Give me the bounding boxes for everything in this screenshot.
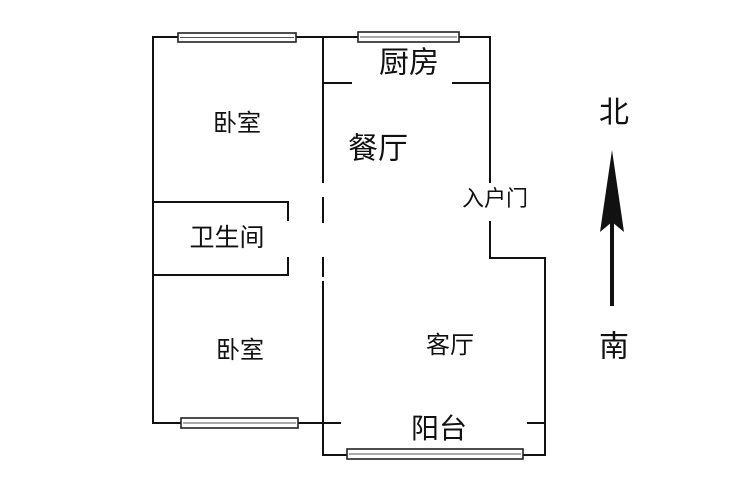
room-labels: 卧室 卫生间 卧室 厨房 餐厅 入户门 客厅 阳台	[189, 46, 528, 446]
compass: 北 南	[599, 96, 629, 365]
living-room-label: 客厅	[426, 331, 474, 359]
north-label: 北	[599, 96, 629, 131]
kitchen-label: 厨房	[379, 46, 439, 81]
north-arrow-icon	[600, 150, 624, 232]
dining-label: 餐厅	[348, 132, 408, 167]
entrance-label: 入户门	[462, 187, 528, 212]
balcony-window	[346, 448, 524, 460]
windows	[177, 31, 524, 460]
bedroom-top-label: 卧室	[213, 109, 261, 137]
bathroom-label: 卫生间	[189, 223, 264, 252]
kitchen-window	[357, 31, 460, 43]
bedroom-bottom-label: 卧室	[216, 336, 264, 364]
bedroom-bottom-window	[180, 417, 299, 429]
south-label: 南	[599, 330, 629, 365]
balcony-label: 阳台	[411, 412, 467, 445]
bedroom-top-window	[177, 32, 297, 43]
